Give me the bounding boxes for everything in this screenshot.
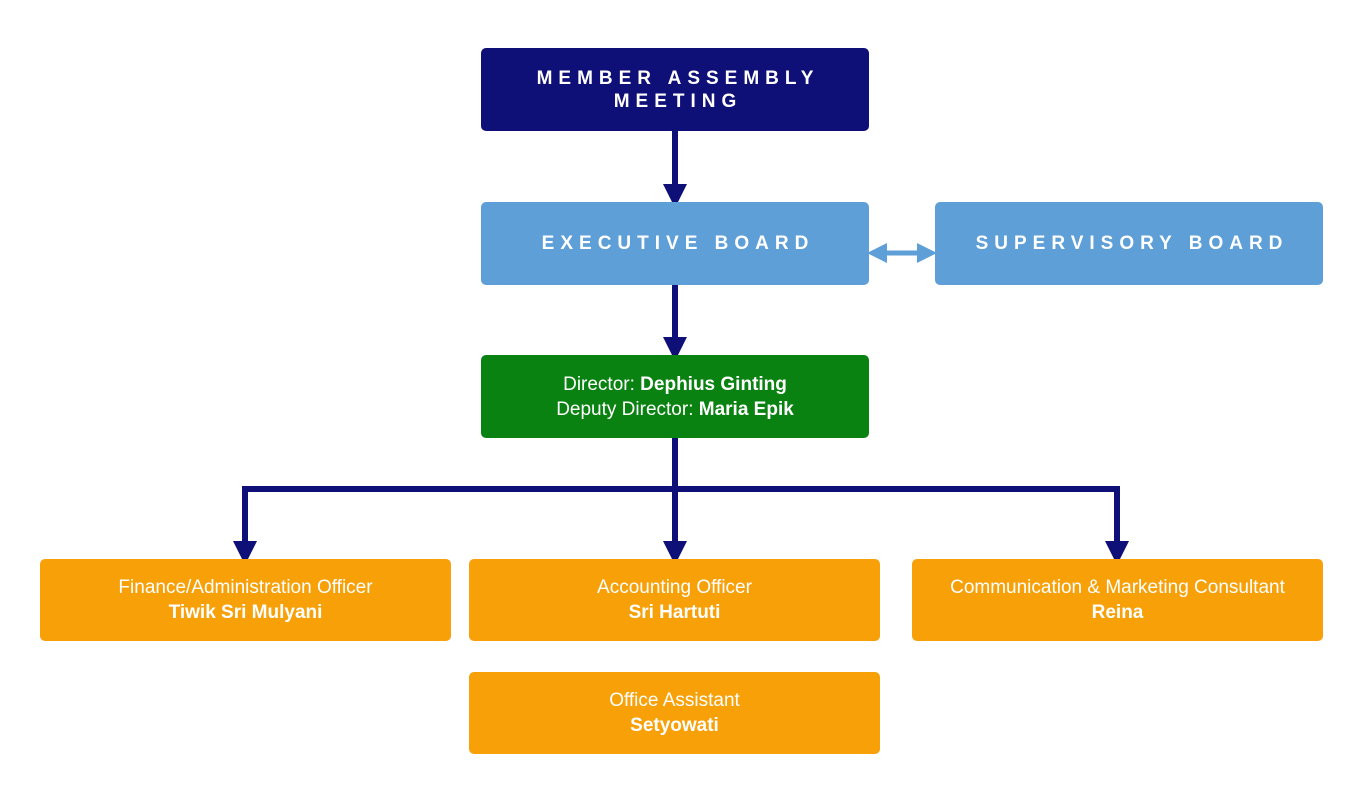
director-role: Director: xyxy=(563,373,641,395)
executive-board-box: EXECUTIVE BOARD xyxy=(481,202,869,285)
office-assistant-box: Office Assistant Setyowati xyxy=(469,672,880,754)
accounting-officer-name: Sri Hartuti xyxy=(628,602,721,623)
finance-officer-role: Finance/Administration Officer xyxy=(118,577,373,598)
director-name: Dephius Ginting xyxy=(640,373,787,395)
communication-consultant-box: Communication & Marketing Consultant Rei… xyxy=(912,559,1323,641)
assembly-label-line1: MEMBER ASSEMBLY xyxy=(536,67,820,89)
member-assembly-meeting-box: MEMBER ASSEMBLY MEETING xyxy=(481,48,869,131)
office-assistant-name: Setyowati xyxy=(630,715,719,736)
deputy-director-role: Deputy Director: xyxy=(556,398,699,420)
communication-consultant-role: Communication & Marketing Consultant xyxy=(950,577,1285,598)
director-box: Director: Dephius Ginting Deputy Directo… xyxy=(481,355,869,438)
deputy-director-line: Deputy Director: Maria Epik xyxy=(556,397,794,422)
accounting-officer-role: Accounting Officer xyxy=(597,577,752,598)
deputy-director-name: Maria Epik xyxy=(698,398,794,420)
supervisory-board-label: SUPERVISORY BOARD xyxy=(975,233,1289,254)
office-assistant-role: Office Assistant xyxy=(609,690,740,711)
director-line: Director: Dephius Ginting xyxy=(563,372,787,397)
executive-board-label: EXECUTIVE BOARD xyxy=(541,233,815,254)
supervisory-board-box: SUPERVISORY BOARD xyxy=(935,202,1323,285)
assembly-label-line2: MEETING xyxy=(613,90,743,112)
finance-officer-name: Tiwik Sri Mulyani xyxy=(168,602,323,623)
finance-officer-box: Finance/Administration Officer Tiwik Sri… xyxy=(40,559,451,641)
accounting-officer-box: Accounting Officer Sri Hartuti xyxy=(469,559,880,641)
communication-consultant-name: Reina xyxy=(1091,602,1144,623)
